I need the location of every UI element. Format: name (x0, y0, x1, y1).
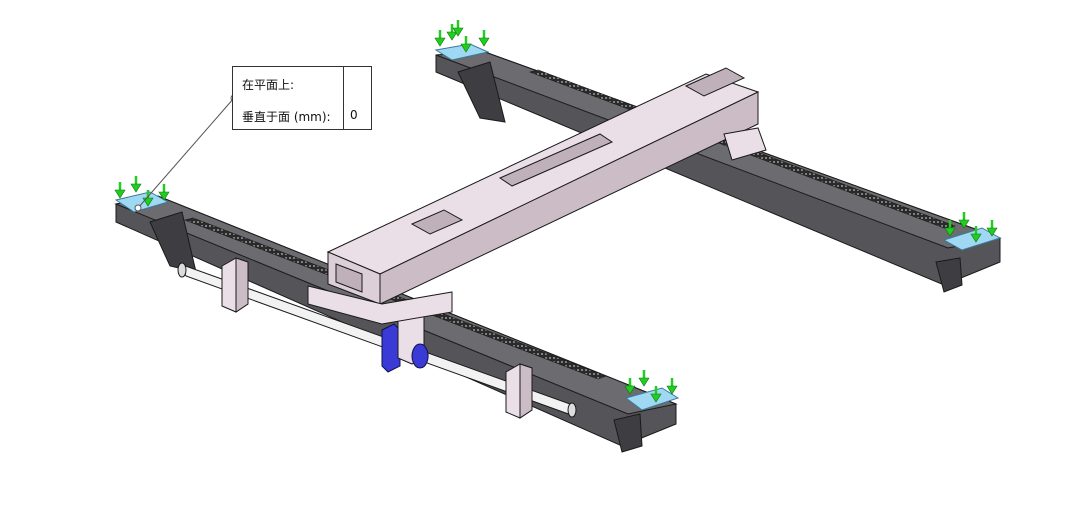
callout-leader (134, 94, 238, 212)
fixture-arrow-icon (129, 174, 143, 194)
front-rack-gear (184, 217, 607, 380)
right-bearing-support[interactable] (505, 363, 533, 419)
front-left-fixture[interactable] (113, 174, 171, 213)
fixture-arrow-icon (113, 180, 127, 200)
gantry-bridge-beam[interactable] (307, 67, 767, 325)
back-carriage-plate[interactable] (723, 127, 767, 161)
normal-to-face-label: 垂直于面 (mm): (242, 110, 331, 124)
beam-slot (410, 209, 464, 235)
in-plane-label: 在平面上: (242, 78, 295, 92)
fixture-arrow-icon (477, 28, 491, 48)
back-right-fixture[interactable] (942, 210, 1002, 251)
front-right-fixture[interactable] (623, 368, 680, 411)
normal-to-face-value[interactable]: 0 (350, 108, 358, 122)
screw-nut-block[interactable] (381, 311, 429, 373)
ball-screw-rod[interactable] (177, 262, 577, 418)
front-carriage-plate[interactable] (307, 285, 453, 325)
left-bearing-support[interactable] (221, 257, 249, 313)
back-left-fixture[interactable] (433, 18, 491, 61)
fixture-arrow-icon (433, 28, 447, 48)
beam-slot (684, 67, 746, 97)
fixture-arrow-icon (637, 368, 651, 388)
beam-slot (498, 133, 614, 187)
callout-divider (343, 67, 344, 129)
fixture-value-callout[interactable]: 在平面上: 垂直于面 (mm): 0 (232, 66, 372, 130)
